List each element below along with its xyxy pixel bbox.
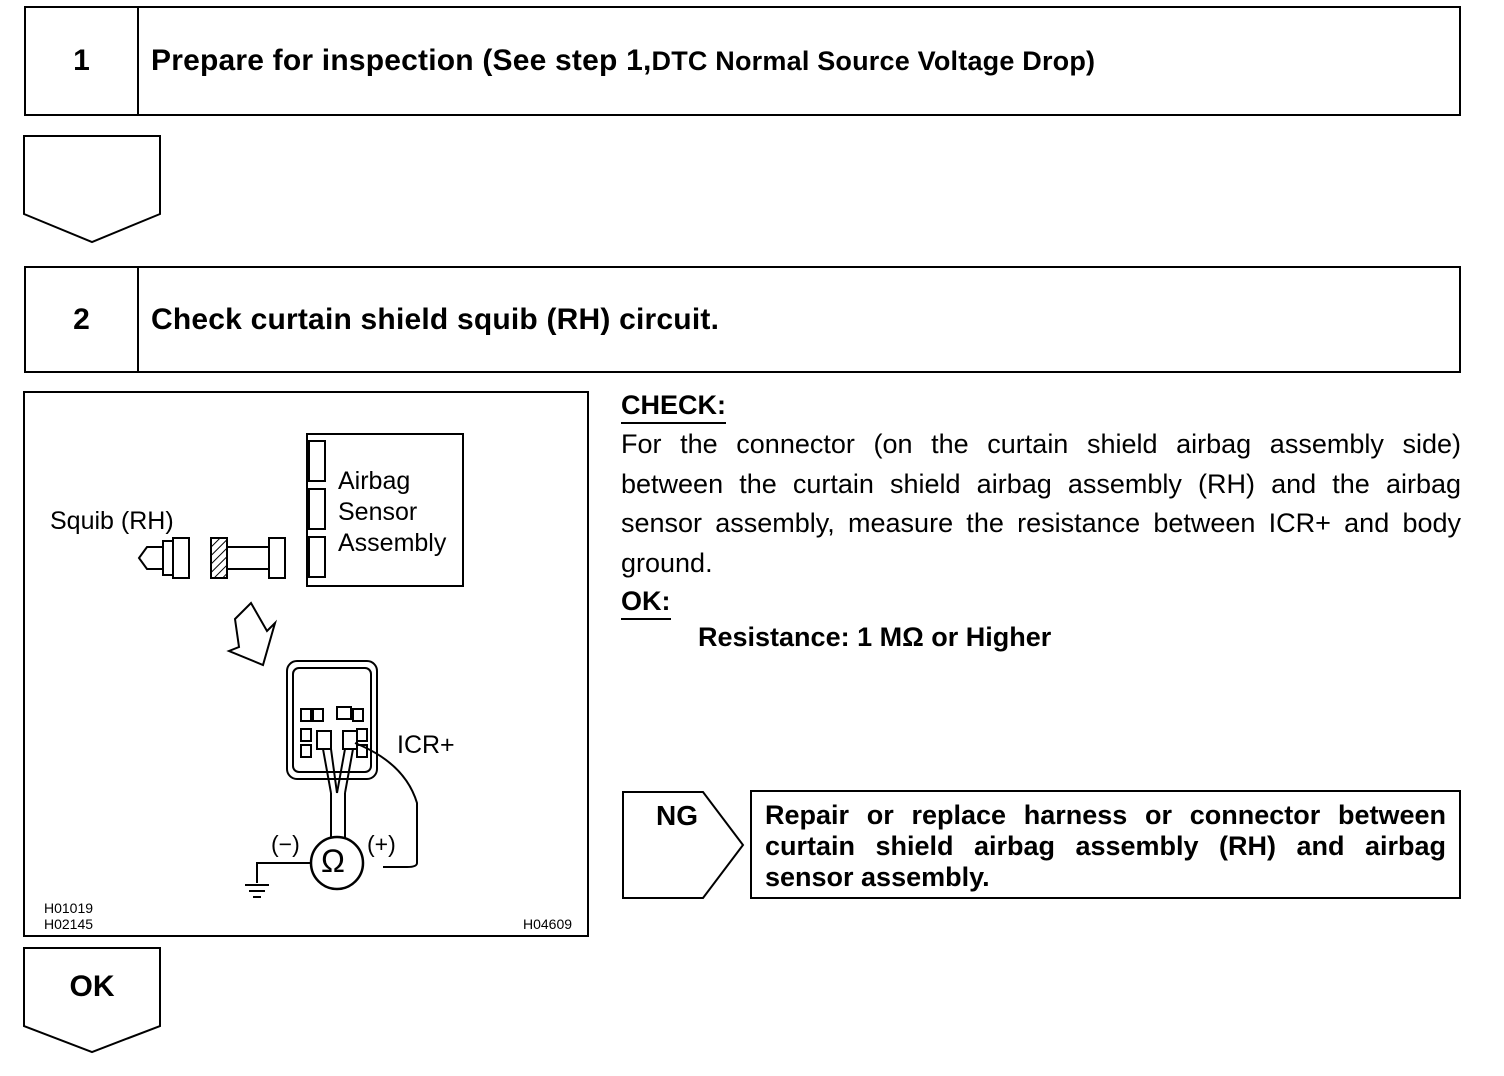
figure-code-1: H01019 bbox=[44, 900, 94, 916]
ng-action-box: Repair or replace harness or connector b… bbox=[750, 790, 1461, 899]
minus-label: (−) bbox=[271, 831, 300, 857]
squib-label: Squib (RH) bbox=[50, 507, 174, 535]
step-1-number: 1 bbox=[26, 8, 139, 114]
plus-label: (+) bbox=[367, 831, 396, 857]
ng-label: NG bbox=[656, 800, 698, 831]
step-2-box: 2 Check curtain shield squib (RH) circui… bbox=[24, 266, 1461, 373]
step-2-number: 2 bbox=[26, 268, 139, 371]
step-1-title-main: Prepare for inspection (See step 1, bbox=[151, 44, 652, 77]
step-1-title: Prepare for inspection (See step 1,DTC N… bbox=[139, 8, 1459, 114]
figure-code-2: H02145 bbox=[44, 916, 94, 932]
sensor-label-line-3: Assembly bbox=[338, 529, 447, 557]
check-text: For the connector (on the curtain shield… bbox=[621, 429, 1461, 578]
check-heading: CHECK: bbox=[621, 390, 726, 424]
wiring-figure: Squib (RH) Airbag Sensor Assembly ICR+ (… bbox=[23, 391, 589, 937]
ohm-icon: Ω bbox=[321, 843, 345, 879]
step-1-title-small: DTC Normal Source Voltage Drop) bbox=[651, 45, 1096, 76]
step-1-box: 1 Prepare for inspection (See step 1,DTC… bbox=[24, 6, 1461, 116]
step-2-title: Check curtain shield squib (RH) circuit. bbox=[151, 302, 720, 336]
figure-code-3: H04609 bbox=[523, 916, 573, 932]
sensor-label-line-2: Sensor bbox=[338, 498, 418, 526]
ok-arrow-label: OK bbox=[69, 970, 115, 1003]
sensor-label-line-1: Airbag bbox=[338, 467, 411, 495]
sensor-box bbox=[306, 433, 464, 587]
flow-arrow-down-icon bbox=[23, 135, 161, 244]
connector-diagram-icon bbox=[137, 433, 464, 898]
ng-arrow-icon bbox=[622, 791, 745, 899]
ok-arrow-down-icon bbox=[23, 947, 161, 1054]
resistance-spec: Resistance: 1 MΩ or Higher bbox=[698, 622, 1052, 652]
ok-heading: OK: bbox=[621, 586, 671, 620]
icr-plus-label: ICR+ bbox=[397, 731, 455, 759]
